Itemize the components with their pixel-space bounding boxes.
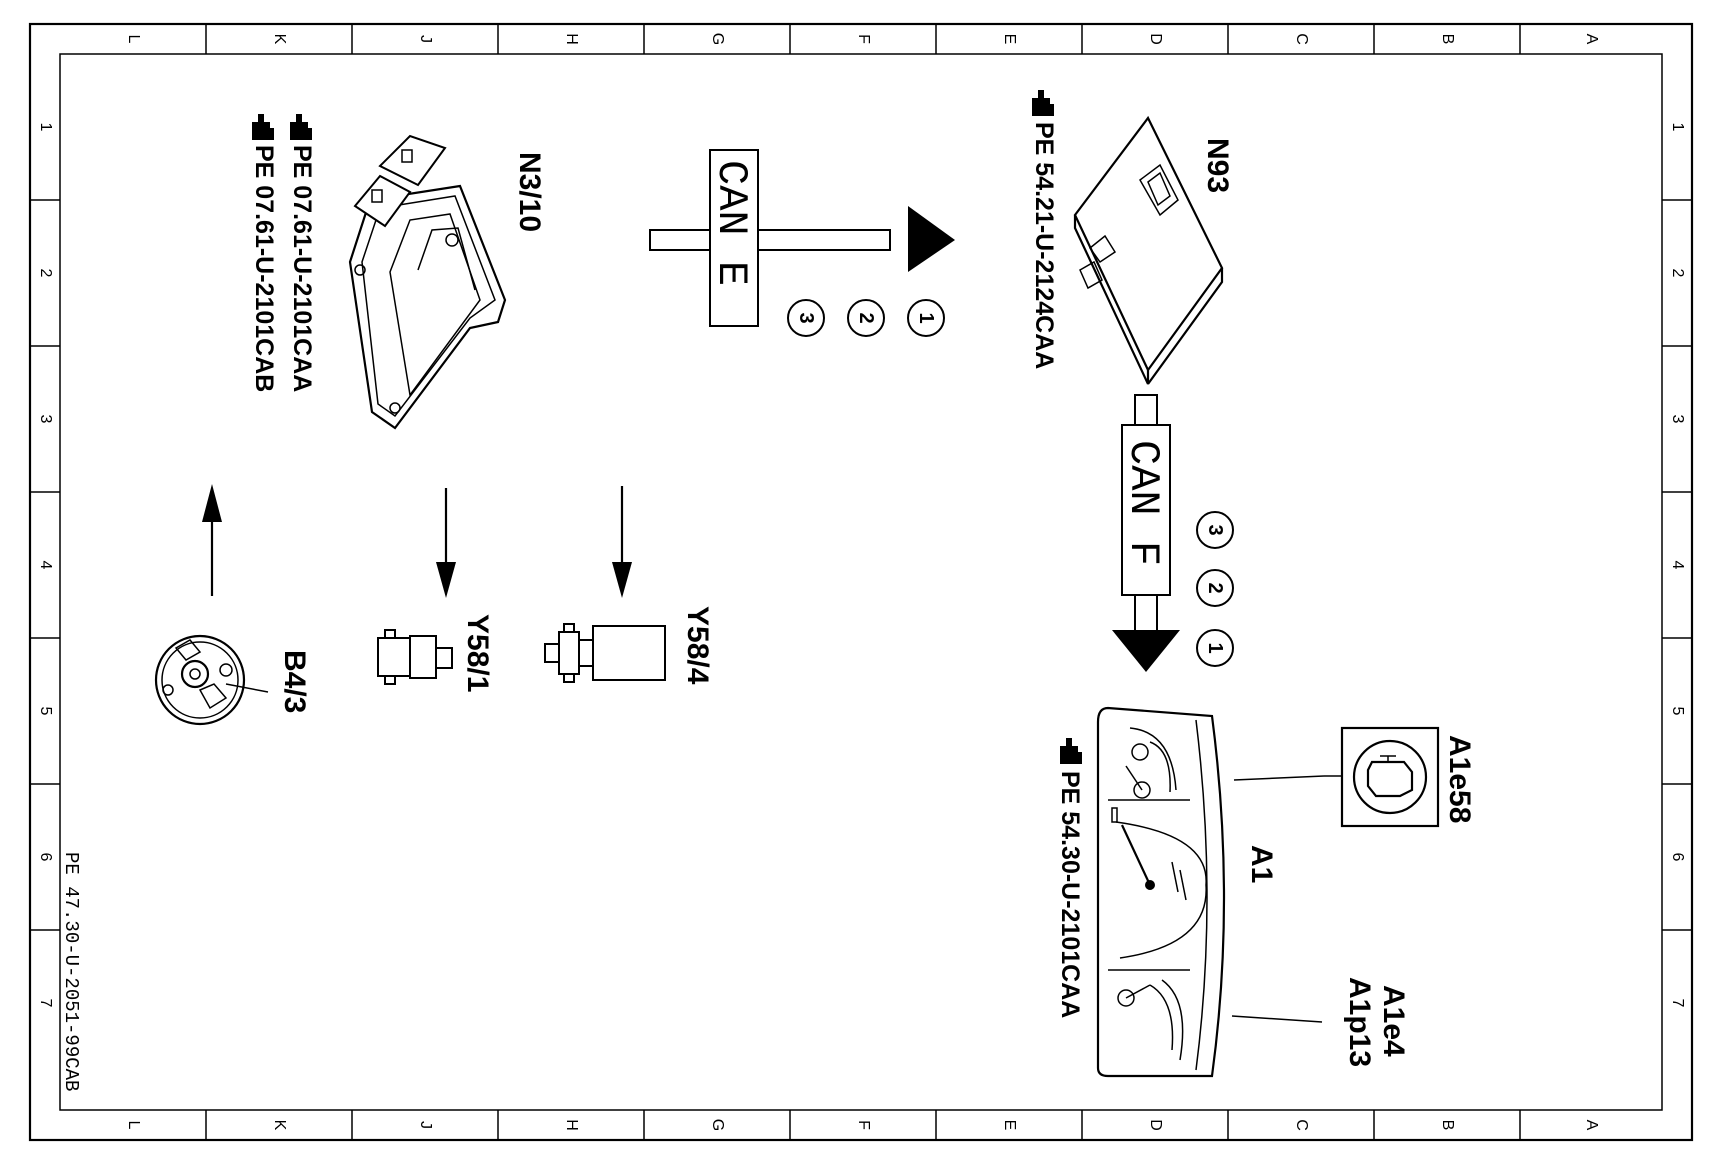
- b4-3-sensor[interactable]: B4/3: [154, 484, 311, 726]
- column-letter: A: [1583, 34, 1600, 45]
- n3-10-ref-caa: PE 07.61-U-2101CAA: [288, 145, 316, 392]
- row-numbers-right: 1 2 3 4 5 6 7: [1669, 123, 1686, 1008]
- y58-4-label: Y58/4: [681, 606, 714, 685]
- row-number: 4: [37, 561, 54, 570]
- can-f-label: CAN F: [1119, 440, 1167, 566]
- row-number: 1: [1669, 123, 1686, 132]
- row-number: 7: [37, 999, 54, 1008]
- column-letter: G: [709, 1119, 726, 1131]
- can-e-numbers: 1 2 3: [787, 299, 945, 337]
- column-letter: B: [1439, 34, 1456, 45]
- y58-4-valve[interactable]: Y58/4: [544, 486, 714, 685]
- n3-10-label: N3/10: [513, 152, 546, 232]
- hand-pointer-icon: [1060, 738, 1082, 764]
- row-number: 4: [1669, 561, 1686, 570]
- hand-pointer-icon: [252, 114, 274, 140]
- column-letter: C: [1293, 1119, 1310, 1131]
- column-letter: A: [1583, 1120, 1600, 1131]
- column-letter: L: [125, 35, 142, 44]
- can-f-numbers: 3 2 1: [1196, 511, 1234, 667]
- n93-ref: PE 54.21-U-2124CAA: [1030, 122, 1058, 369]
- row-number: 2: [37, 269, 54, 278]
- valve-icon: [544, 623, 666, 683]
- row-number: 6: [37, 853, 54, 862]
- column-letter: F: [855, 34, 872, 44]
- row-number: 5: [1669, 707, 1686, 716]
- can-e-number: 1: [915, 312, 937, 323]
- ecu-icon: [348, 134, 507, 430]
- row-number: 7: [1669, 999, 1686, 1008]
- row-number: 2: [1669, 269, 1686, 278]
- can-e-number: 2: [855, 312, 877, 323]
- can-f-bus[interactable]: CAN F 3 2 1: [1112, 394, 1234, 672]
- column-letter: E: [1001, 34, 1018, 45]
- engine-warning-icon: [1352, 739, 1428, 815]
- row-number: 1: [37, 123, 54, 132]
- column-letter: K: [271, 1120, 288, 1131]
- column-letter: J: [417, 1121, 434, 1129]
- column-letter: H: [563, 1119, 580, 1131]
- column-letter: G: [709, 33, 726, 45]
- can-e-label: CAN E: [707, 160, 755, 286]
- column-letter: L: [125, 1121, 142, 1130]
- row-numbers-left: 1 2 3 4 5 6 7: [37, 123, 54, 1008]
- a1-label: A1: [1245, 845, 1278, 883]
- hand-pointer-icon: [290, 114, 312, 140]
- can-e-bus[interactable]: CAN E 1 2 3: [649, 149, 955, 337]
- column-letter: E: [1001, 1120, 1018, 1131]
- column-letters-top: L K J H G F E D C B A: [125, 33, 1600, 45]
- can-f-number: 3: [1204, 524, 1226, 535]
- column-letter: K: [271, 34, 288, 45]
- a1e58-indicator[interactable]: A1e58: [1233, 726, 1476, 828]
- column-letter: C: [1293, 33, 1310, 45]
- can-f-number: 2: [1204, 582, 1226, 593]
- column-letter: F: [855, 1120, 872, 1130]
- row-number: 6: [1669, 853, 1686, 862]
- n93-gateway[interactable]: N93 PE 54.21-U-2124CAA: [1030, 90, 1234, 385]
- a1-ref: PE 54.30-U-2101CAA: [1056, 771, 1084, 1018]
- a1p13-label: A1p13: [1343, 977, 1376, 1067]
- row-number: 3: [37, 415, 54, 424]
- can-f-number: 1: [1204, 642, 1226, 653]
- column-letter: D: [1147, 33, 1164, 45]
- sensor-icon: [154, 634, 269, 726]
- y58-1-label: Y58/1: [461, 614, 494, 692]
- column-letter: J: [417, 35, 434, 43]
- n93-label: N93: [1201, 138, 1234, 193]
- valve-icon: [377, 629, 453, 685]
- gateway-module-icon: [1073, 115, 1224, 385]
- y58-1-valve[interactable]: Y58/1: [377, 488, 494, 692]
- row-number: 5: [37, 707, 54, 716]
- b4-3-label: B4/3: [278, 650, 311, 713]
- row-number: 3: [1669, 415, 1686, 424]
- can-e-number: 3: [795, 312, 817, 323]
- a1e4-label: A1e4: [1377, 985, 1410, 1057]
- column-letter: B: [1439, 1120, 1456, 1131]
- column-letter: D: [1147, 1119, 1164, 1131]
- drawing-frame: L K J H G F E D C B A L K J H G F E D C …: [28, 22, 1694, 1142]
- a1e58-label: A1e58: [1443, 735, 1476, 823]
- hand-pointer-icon: [1032, 90, 1054, 116]
- a1e4-a1p13-callout: A1e4 A1p13: [1231, 977, 1410, 1067]
- a1-instrument-cluster[interactable]: A1 PE 54.30-U-2101CAA: [1056, 706, 1278, 1078]
- n3-10-ref-cab: PE 07.61-U-2101CAB: [250, 145, 278, 392]
- column-letter: H: [563, 33, 580, 45]
- instrument-cluster-icon: [1096, 706, 1226, 1078]
- document-number: PE 47.30-U-2051-99CAB: [60, 852, 82, 1091]
- column-letters-bottom: L K J H G F E D C B A: [125, 1119, 1600, 1131]
- n3-10-control-unit[interactable]: N3/10 PE 07.61-U-2101CAA PE 07.61-U-2101…: [250, 114, 546, 430]
